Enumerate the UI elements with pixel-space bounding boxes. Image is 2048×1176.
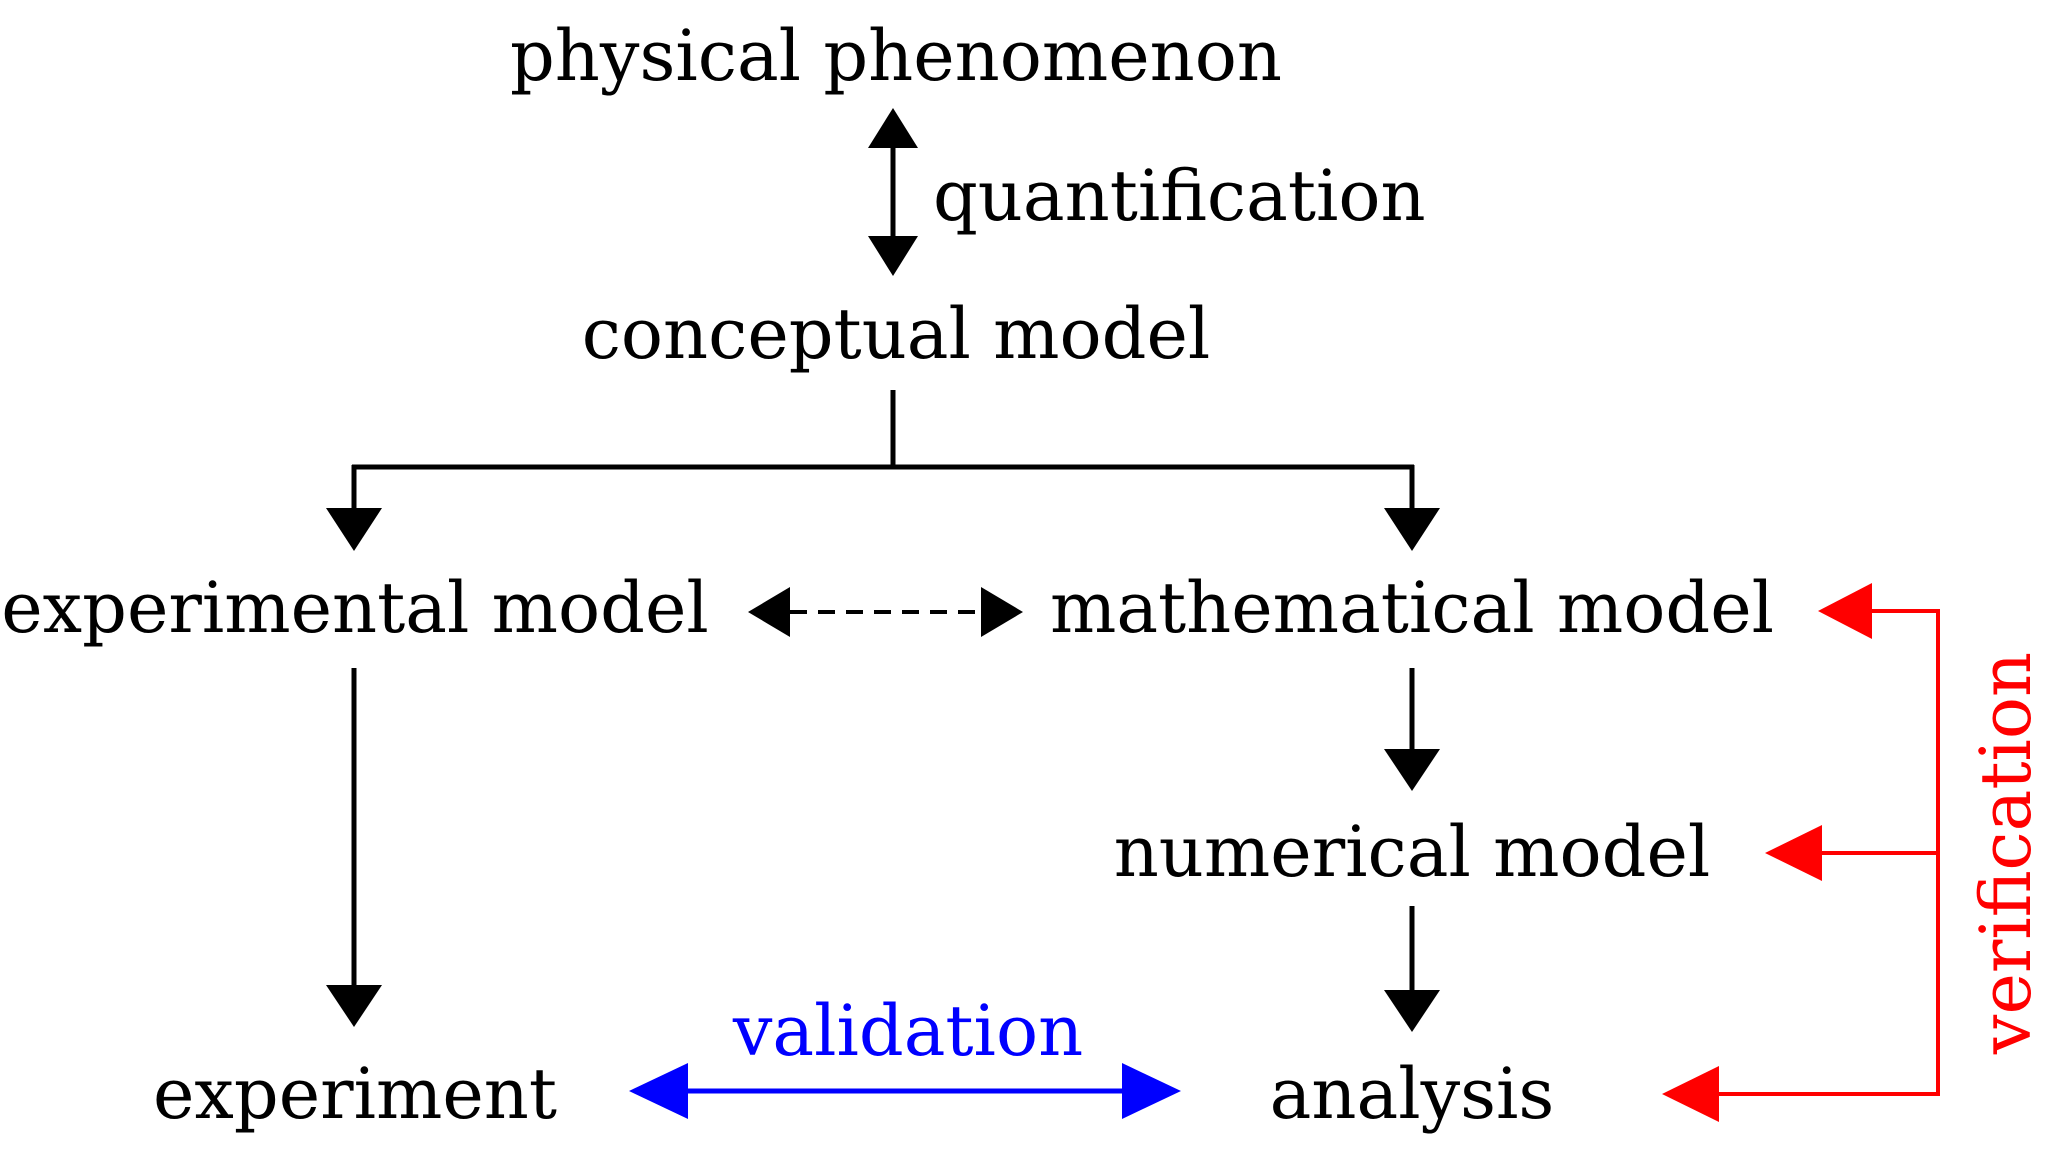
verification-label: verification	[1965, 652, 2047, 1055]
node-numerical-model: numerical model	[1114, 811, 1711, 893]
validation-arrow	[629, 1063, 1181, 1119]
verification-bracket	[1662, 583, 1940, 1122]
node-experimental-model: experimental model	[1, 567, 709, 649]
validation-label: validation	[732, 990, 1083, 1072]
node-mathematical-model: mathematical model	[1050, 567, 1774, 649]
model-correspondence-arrow	[748, 587, 1023, 637]
node-conceptual-model: conceptual model	[582, 293, 1211, 375]
node-analysis: analysis	[1270, 1053, 1555, 1135]
quantification-arrow	[868, 108, 918, 276]
node-physical-phenomenon: physical phenomenon	[510, 15, 1282, 97]
node-experiment: experiment	[153, 1053, 557, 1135]
mathematical-to-numerical-arrow	[1384, 668, 1440, 791]
numerical-to-analysis-arrow	[1384, 906, 1440, 1032]
experimental-to-experiment-arrow	[326, 668, 382, 1027]
quantification-label: quantification	[933, 155, 1426, 237]
conceptual-branch-connector	[326, 390, 1440, 551]
